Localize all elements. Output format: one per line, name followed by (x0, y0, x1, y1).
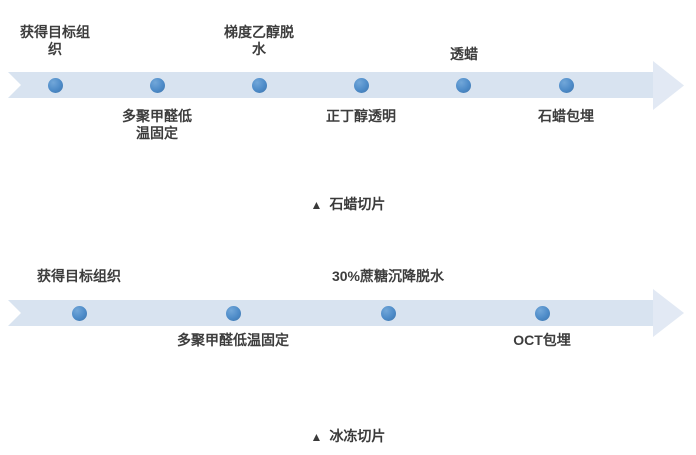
paraffin-step-label-4: 正丁醇透明 (326, 108, 396, 124)
frozen-step-label-3: 30%蔗糖沉降脱水 (331, 268, 445, 284)
frozen-step-dot-3 (381, 306, 396, 321)
paraffin-step-dot-4 (354, 78, 369, 93)
paraffin-step-dot-3 (252, 78, 267, 93)
frozen-step-dot-2 (226, 306, 241, 321)
frozen-step-label-1: 获得目标组织 (37, 268, 121, 284)
frozen-step-dot-1 (72, 306, 87, 321)
frozen-step-dot-4 (535, 306, 550, 321)
paraffin-arrow-band (8, 72, 653, 98)
frozen-caption: ▲ 冰冻切片 (0, 426, 696, 446)
paraffin-step-dot-5 (456, 78, 471, 93)
frozen-caption-text: 冰冻切片 (329, 428, 386, 444)
paraffin-arrow-head (653, 61, 684, 110)
paraffin-caption: ▲ 石蜡切片 (0, 194, 696, 214)
paraffin-caption-text: 石蜡切片 (329, 196, 386, 212)
paraffin-step-label-1: 获得目标组 织 (20, 24, 90, 57)
paraffin-step-dot-1 (48, 78, 63, 93)
paraffin-step-label-3: 梯度乙醇脱 水 (224, 24, 294, 57)
frozen-arrow-band (8, 300, 653, 326)
frozen-arrow-head (653, 289, 684, 337)
paraffin-step-dot-2 (150, 78, 165, 93)
paraffin-step-label-6: 石蜡包埋 (538, 108, 594, 124)
frozen-step-label-2: 多聚甲醛低温固定 (177, 332, 289, 348)
triangle-marker-icon: ▲ (310, 198, 323, 212)
paraffin-step-label-2: 多聚甲醛低 温固定 (122, 108, 192, 141)
paraffin-step-label-5: 透蜡 (450, 46, 478, 62)
frozen-step-label-4: OCT包埋 (513, 332, 571, 348)
paraffin-step-dot-6 (559, 78, 574, 93)
triangle-marker-icon: ▲ (310, 430, 323, 444)
